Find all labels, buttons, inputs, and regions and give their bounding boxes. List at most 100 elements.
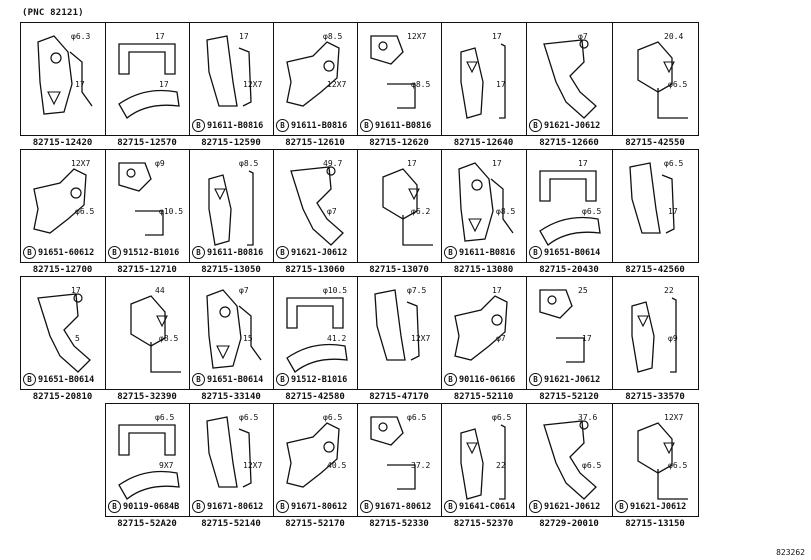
dimension-label: φ6.5 bbox=[668, 80, 688, 89]
part-number: 82715-12610 bbox=[285, 138, 345, 148]
bolt-part-number: 91611-B0816 bbox=[291, 120, 348, 131]
part-frame bbox=[612, 403, 699, 517]
bracket-illustration bbox=[370, 416, 416, 490]
part-number: 82715-33570 bbox=[625, 392, 685, 402]
bolt-ref-icon: B bbox=[192, 373, 205, 386]
bolt-ref-icon: B bbox=[529, 500, 542, 513]
bracket-illustration bbox=[118, 43, 180, 119]
part-number: 82715-52370 bbox=[453, 519, 514, 529]
bolt-part-number: 91671-80612 bbox=[207, 501, 264, 512]
dimension-label: φ6.2 bbox=[411, 207, 431, 216]
dimension-label: 40.5 bbox=[327, 461, 347, 470]
bracket-illustration bbox=[286, 41, 340, 107]
bolt-ref-icon: B bbox=[615, 500, 628, 513]
part-number: 82715-52170 bbox=[285, 519, 345, 529]
bracket-illustration bbox=[539, 289, 585, 363]
dimension-label: 5 bbox=[75, 334, 80, 343]
part-number: 82715-42550 bbox=[625, 138, 685, 148]
dimension-label: 17 bbox=[578, 159, 588, 168]
bracket-illustration bbox=[631, 297, 677, 373]
bolt-part-number: 91651-B0614 bbox=[38, 374, 95, 385]
bolt-ref-icon: B bbox=[360, 500, 373, 513]
bolt-part-number: 90119-0684B bbox=[123, 501, 180, 512]
dimension-label: φ6.3 bbox=[71, 32, 91, 41]
part-number: 82715-12640 bbox=[453, 138, 514, 148]
part-number: 82715-20810 bbox=[32, 392, 93, 402]
bolt-part-number: 91621-J0612 bbox=[544, 120, 601, 131]
bracket-illustration bbox=[37, 35, 93, 115]
bolt-ref-icon: B bbox=[108, 500, 121, 513]
dimension-label: 17 bbox=[75, 80, 85, 89]
bolt-part-number: 90116-06166 bbox=[459, 374, 516, 385]
dimension-label: 22 bbox=[496, 461, 506, 470]
bracket-illustration bbox=[37, 293, 91, 373]
bolt-ref-icon: B bbox=[276, 119, 289, 132]
bolt-part-number: 91651-60612 bbox=[38, 247, 95, 258]
bracket-illustration bbox=[206, 416, 252, 488]
bolt-ref-icon: B bbox=[192, 500, 205, 513]
dimension-label: 17 bbox=[239, 32, 249, 41]
bracket-illustration bbox=[286, 422, 340, 488]
bolt-part-number: 91671-80612 bbox=[291, 501, 348, 512]
bolt-part-number: 91621-J0612 bbox=[630, 501, 687, 512]
bracket-illustration bbox=[637, 41, 688, 119]
dimension-label: 17 bbox=[668, 207, 678, 216]
dimension-label: 15 bbox=[243, 334, 253, 343]
bracket-illustration bbox=[130, 295, 181, 373]
part-number: 82715-12570 bbox=[117, 138, 177, 148]
bolt-part-number: 91621-J0612 bbox=[291, 247, 348, 258]
bracket-illustration bbox=[637, 422, 688, 500]
dimension-label: 22 bbox=[664, 286, 674, 295]
part-number: 82715-12620 bbox=[369, 138, 429, 148]
dimension-label: 49.7 bbox=[323, 159, 343, 168]
part-number: 82715-12700 bbox=[32, 265, 93, 275]
part-number: 82715-33140 bbox=[201, 392, 261, 402]
bracket-illustration bbox=[370, 35, 416, 109]
part-frame bbox=[612, 276, 699, 390]
bracket-illustration bbox=[539, 170, 601, 246]
dimension-label: 12X7 bbox=[411, 334, 431, 343]
dimension-label: 9X7 bbox=[159, 461, 174, 470]
bracket-illustration bbox=[543, 420, 597, 500]
part-number: 82715-13060 bbox=[285, 265, 345, 275]
bolt-part-number: 91512-B1016 bbox=[123, 247, 180, 258]
bolt-part-number: 91651-B0614 bbox=[207, 374, 264, 385]
bracket-illustration bbox=[206, 289, 262, 369]
dimension-label: 17 bbox=[582, 334, 592, 343]
bolt-ref-icon: B bbox=[108, 246, 121, 259]
dimension-label: φ8.5 bbox=[323, 32, 343, 41]
bolt-part-number: 91621-J0612 bbox=[544, 374, 601, 385]
dimension-label: 17 bbox=[492, 286, 502, 295]
bracket-illustration bbox=[374, 289, 420, 361]
bracket-illustration bbox=[208, 170, 254, 246]
bracket-illustration bbox=[206, 35, 252, 107]
bracket-illustration bbox=[290, 166, 344, 246]
bracket-illustration bbox=[629, 162, 675, 234]
bracket-illustration bbox=[458, 162, 514, 242]
bolt-ref-icon: B bbox=[529, 373, 542, 386]
part-number: 82715-12590 bbox=[201, 138, 261, 148]
part-number: 82715-42560 bbox=[625, 265, 685, 275]
bolt-ref-icon: B bbox=[444, 246, 457, 259]
bolt-ref-icon: B bbox=[276, 246, 289, 259]
part-frame bbox=[612, 22, 699, 136]
